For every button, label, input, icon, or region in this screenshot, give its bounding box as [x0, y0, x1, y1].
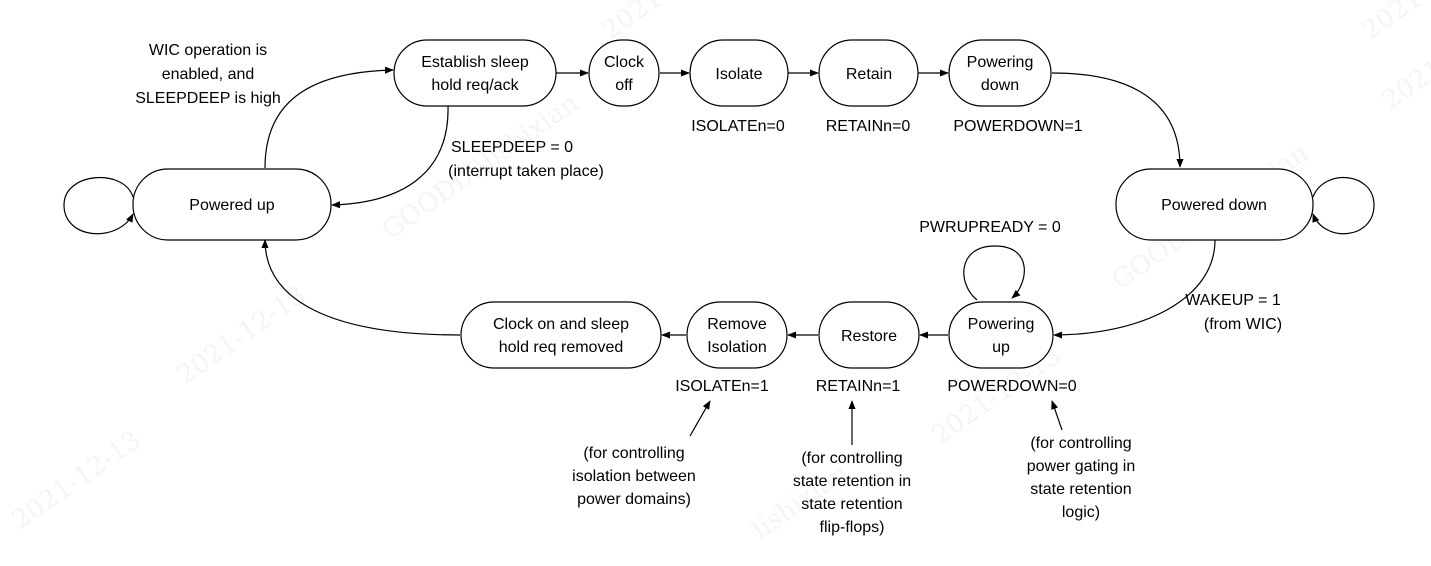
- note-power-gating-line1: (for controlling: [1030, 435, 1131, 452]
- watermark-text: 2021: [1377, 53, 1431, 116]
- label-pwrupready-0: PWRUPREADY = 0: [919, 219, 1061, 236]
- state-remove-isolation-line1: Remove: [707, 316, 767, 333]
- label-wic-enabled-line2: enabled, and: [162, 66, 255, 83]
- note-power-gating-line4: logic): [1062, 504, 1100, 521]
- label-isolaten-0: ISOLATEn=0: [691, 118, 785, 135]
- note-retention-line3: state retention: [801, 496, 902, 513]
- arrow-note-power-gating: [1051, 400, 1063, 431]
- label-wakeup-line2: (from WIC): [1204, 316, 1282, 333]
- state-establish-sleep-box: [393, 39, 557, 107]
- self-loop-powered-up: [63, 177, 134, 235]
- arrow-note-isolation: [689, 400, 711, 437]
- state-powered-up-box: [132, 168, 332, 241]
- watermark-text: 2021-12-13: [172, 280, 312, 391]
- states: [132, 39, 1314, 369]
- state-powered-down-label: Powered down: [1161, 197, 1267, 214]
- state-isolate-box: [689, 39, 789, 107]
- state-powering-down-line2: down: [981, 77, 1019, 94]
- note-isolation-line2: isolation between: [572, 468, 696, 485]
- state-powering-up-box: [948, 301, 1054, 369]
- state-restore-label: Restore: [841, 328, 897, 345]
- state-powering-up-line1: Powering: [968, 316, 1035, 333]
- self-loop-powering-up: [963, 245, 1025, 301]
- state-clock-off-line2: off: [615, 77, 633, 94]
- state-clock-off-line1: Clock: [604, 54, 645, 71]
- note-power-gating-line2: power gating in: [1027, 458, 1136, 475]
- state-retain-box: [818, 39, 919, 107]
- note-isolation-line3: power domains): [577, 491, 691, 508]
- state-retain-label: Retain: [846, 66, 892, 83]
- label-sleepdeep-zero-line2: (interrupt taken place): [448, 163, 604, 180]
- state-powering-up-line2: up: [992, 339, 1010, 356]
- annotations: WIC operation is enabled, and SLEEPDEEP …: [135, 42, 1282, 536]
- watermark-text: 2021: [597, 0, 668, 46]
- transitions: [63, 66, 1375, 445]
- label-powerdown-0: POWERDOWN=0: [947, 378, 1076, 395]
- state-clock-on-line1: Clock on and sleep: [493, 316, 629, 333]
- state-isolate-label: Isolate: [715, 66, 762, 83]
- state-remove-isolation-line2: Isolation: [707, 339, 767, 356]
- label-sleepdeep-zero-line1: SLEEPDEEP = 0: [451, 139, 573, 156]
- label-wic-enabled-line3: SLEEPDEEP is high: [135, 90, 281, 107]
- note-retention-line1: (for controlling: [801, 450, 902, 467]
- state-restore-box: [818, 301, 920, 369]
- state-clock-off-box: [588, 39, 660, 107]
- self-loop-powered-down: [1312, 176, 1375, 235]
- label-powerdown-1: POWERDOWN=1: [953, 118, 1082, 135]
- state-powering-down-line1: Powering: [967, 54, 1034, 71]
- state-establish-sleep-line2: hold req/ack: [431, 77, 519, 94]
- state-powered-down-box: [1115, 168, 1314, 241]
- state-clock-on-line2: hold req removed: [499, 339, 624, 356]
- label-retainn-0: RETAINn=0: [826, 118, 911, 135]
- arrow-powered-down-to-powering-up: [1053, 239, 1216, 339]
- state-establish-sleep-line1: Establish sleep: [421, 54, 529, 71]
- label-isolaten-1: ISOLATEn=1: [675, 378, 769, 395]
- state-remove-isolation-box: [686, 301, 788, 369]
- state-powering-down-box: [948, 39, 1052, 107]
- arrow-establish-to-powered-up: [331, 104, 449, 209]
- watermark-text: 2021-12-13: [7, 425, 147, 536]
- arrow-powered-up-to-establish: [264, 66, 394, 169]
- state-clock-on-box: [460, 301, 662, 369]
- note-retention-line2: state retention in: [793, 473, 911, 490]
- state-labels: Establish sleep hold req/ack Clock off I…: [189, 54, 1267, 356]
- state-powered-up-label: Powered up: [189, 197, 274, 214]
- watermark-text: 2021: [1357, 0, 1428, 46]
- note-isolation-line1: (for controlling: [583, 445, 684, 462]
- label-wic-enabled-line1: WIC operation is: [149, 42, 267, 59]
- arrow-powering-down-to-powered-down: [1051, 72, 1184, 168]
- arrow-clock-on-to-powered-up: [261, 239, 461, 336]
- note-retention-line4: flip-flops): [820, 519, 885, 536]
- label-retainn-1: RETAINn=1: [816, 378, 901, 395]
- note-power-gating-line3: state retention: [1030, 481, 1131, 498]
- label-wakeup-line1: WAKEUP = 1: [1185, 292, 1281, 309]
